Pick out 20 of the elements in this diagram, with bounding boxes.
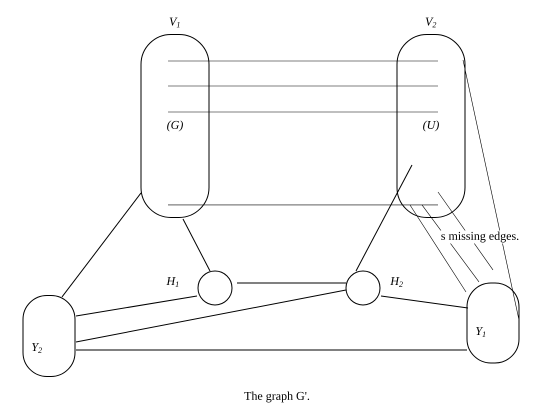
edge-line — [76, 349, 468, 350]
edge-line — [380, 296, 468, 308]
edge-line — [182, 218, 210, 272]
edge-line — [410, 204, 466, 292]
edge-line — [76, 289, 346, 342]
edge-line — [236, 282, 346, 284]
edge-line — [462, 60, 520, 320]
vertex-set-box: (G) — [140, 34, 210, 218]
node-label: H$_{2}$ — [390, 277, 403, 287]
edge-line — [168, 204, 438, 206]
vertex-set-box: (U) — [396, 34, 466, 218]
edge-line — [356, 164, 412, 272]
edge-note: s missing edges. — [440, 230, 520, 244]
edge-line — [62, 192, 142, 298]
edge-line — [168, 60, 438, 62]
set-label: V$_{2}$ — [426, 18, 436, 28]
set-label: V$_{1}$ — [170, 18, 180, 28]
caption: The graph G'. — [244, 392, 310, 402]
edge-line — [76, 296, 198, 316]
node-label: H$_{1}$ — [166, 277, 178, 287]
